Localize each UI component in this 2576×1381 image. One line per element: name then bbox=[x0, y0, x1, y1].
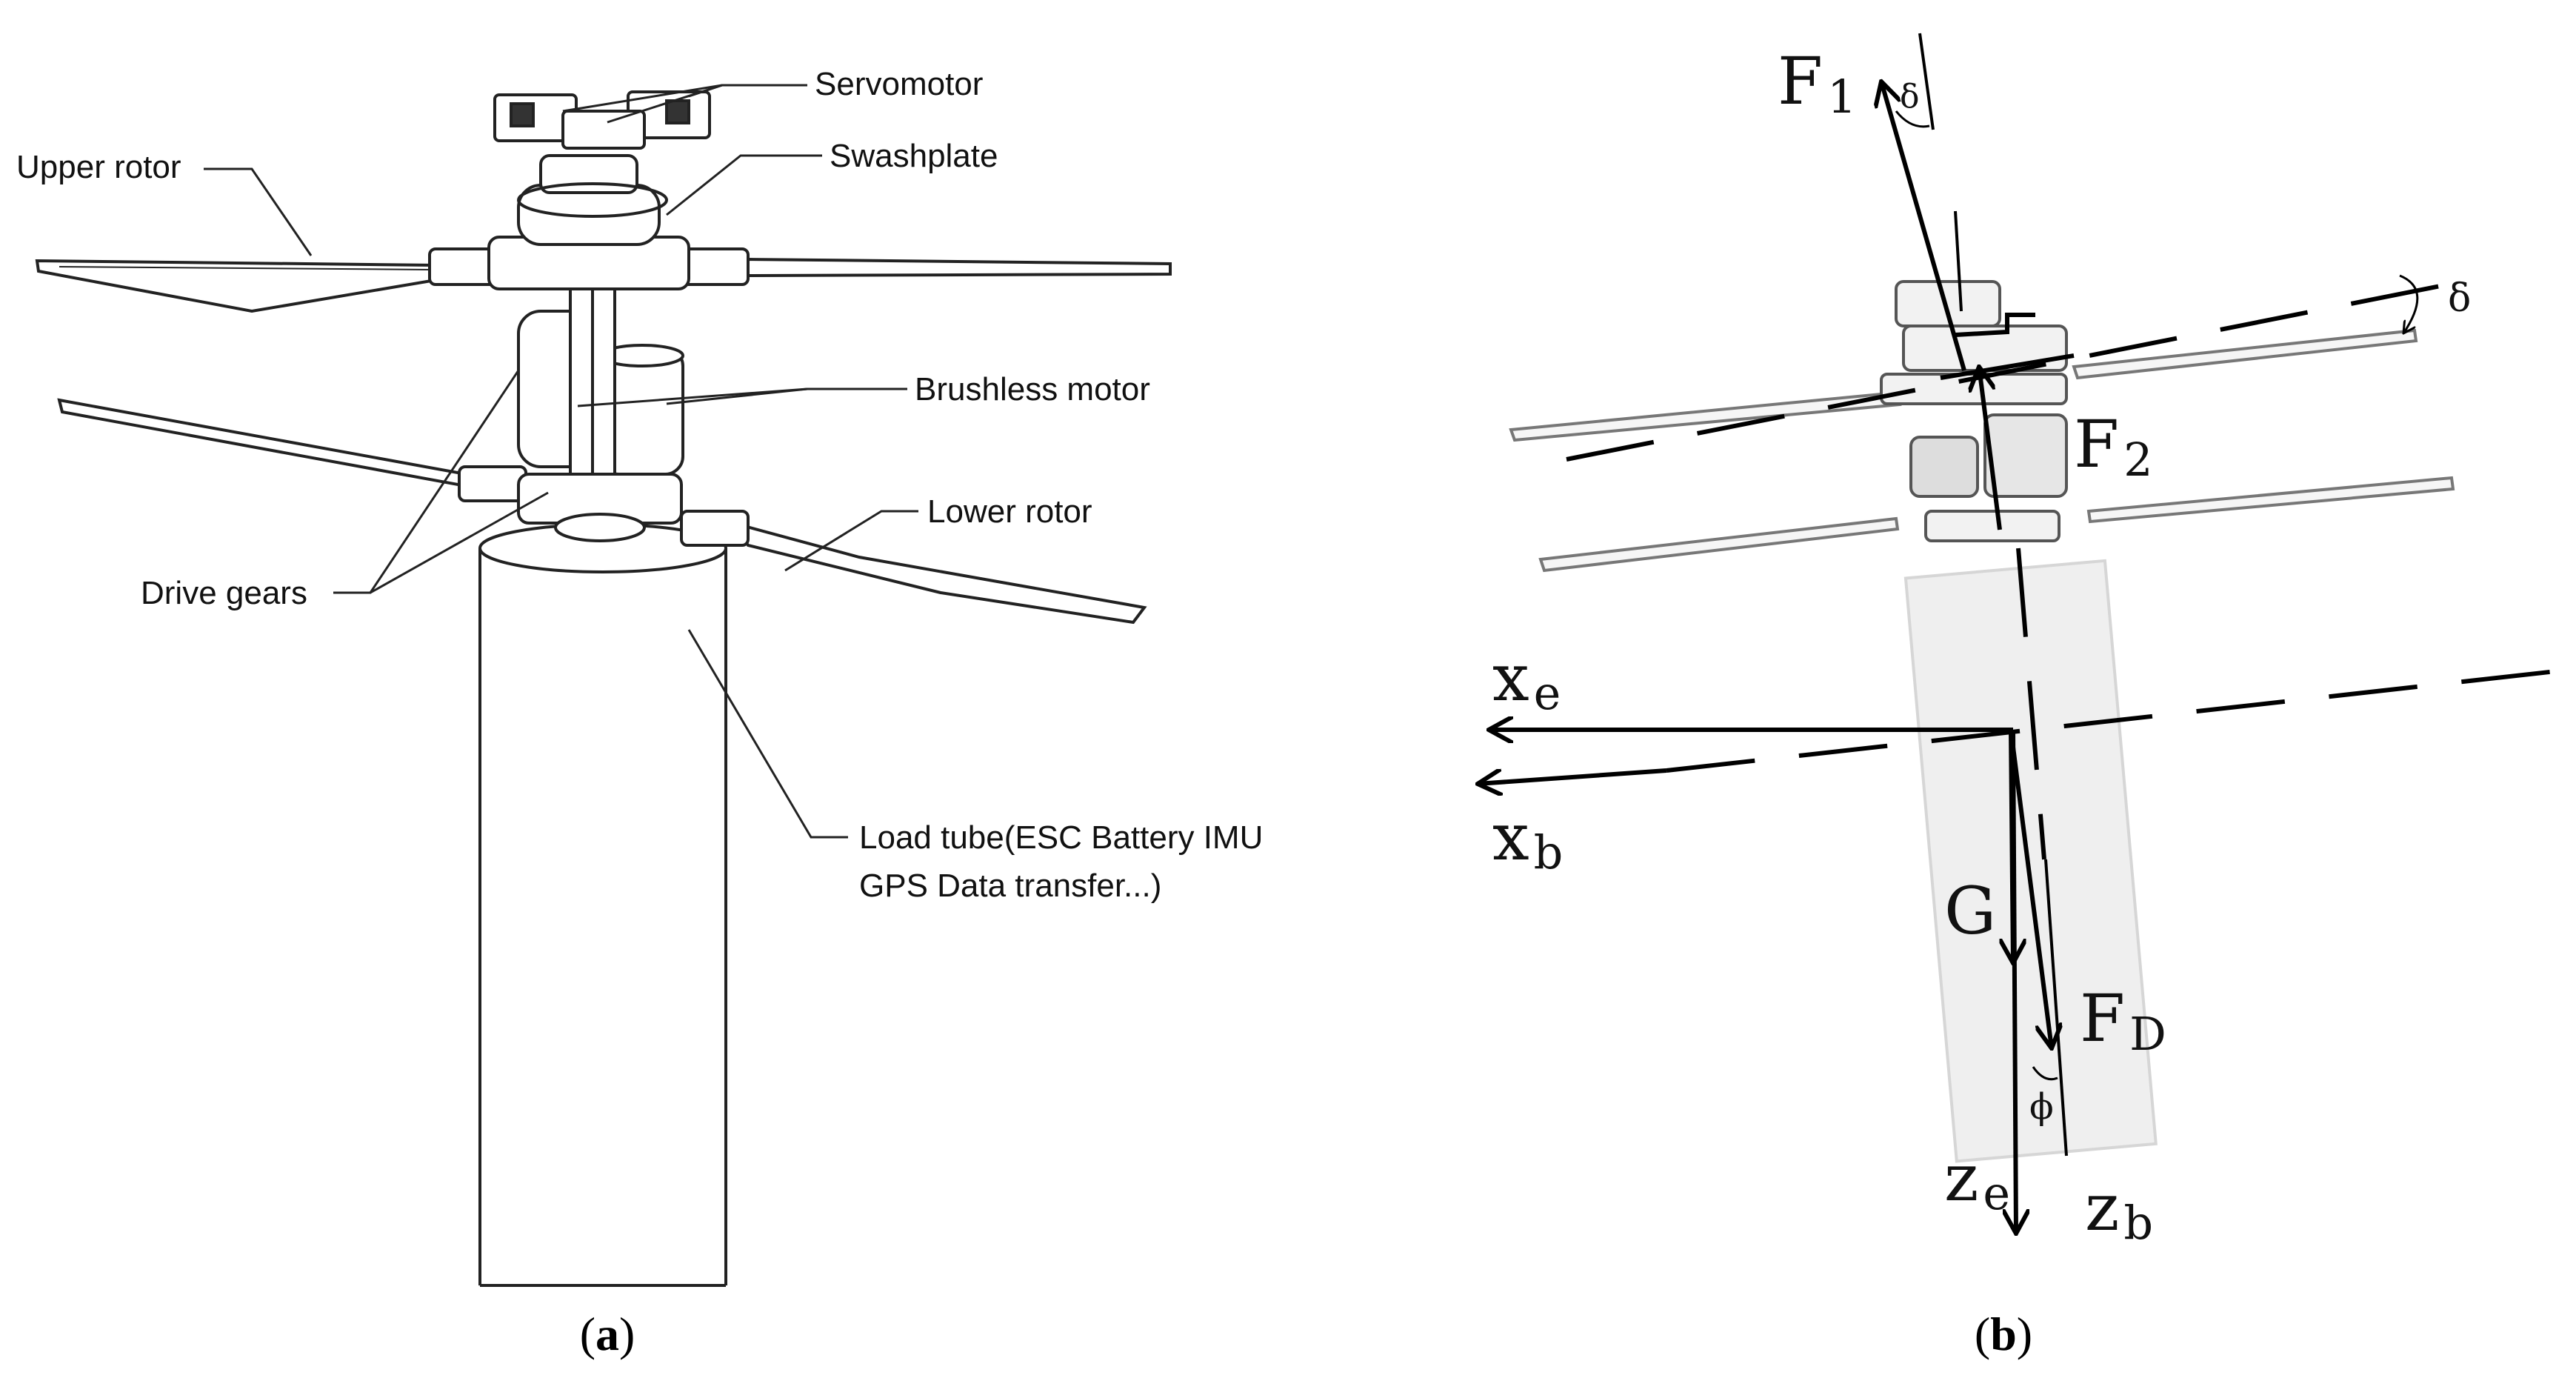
label-FD: FD bbox=[2080, 980, 2166, 1061]
label-zb: zb bbox=[2085, 1169, 2153, 1250]
FD-vector bbox=[2009, 729, 2052, 1048]
label-zb-main: z bbox=[2085, 1169, 2119, 1245]
upper-rotor bbox=[35, 257, 1172, 313]
rotor-hub bbox=[428, 154, 750, 290]
caption-a: (a) bbox=[580, 1308, 635, 1360]
caption-b-open: ( bbox=[1975, 1308, 1990, 1360]
label-upper-rotor: Upper rotor bbox=[16, 149, 181, 185]
upper-rotor-b bbox=[1509, 328, 2455, 573]
label-brushless-motor: Brushless motor bbox=[915, 371, 1150, 407]
label-xb: xb bbox=[1492, 799, 1563, 879]
delta-arc-right bbox=[2399, 274, 2419, 333]
phi-arc bbox=[2032, 1066, 2058, 1081]
label-delta-right: δ bbox=[2448, 276, 2471, 321]
label-drive-gears: Drive gears bbox=[141, 575, 307, 611]
label-phi: ϕ bbox=[2029, 1086, 2054, 1128]
load-tube bbox=[478, 523, 727, 1287]
label-xe-main: x bbox=[1492, 639, 1529, 716]
label-servomotor: Servomotor bbox=[815, 66, 983, 102]
caption-a-open: ( bbox=[580, 1308, 595, 1360]
label-F2: F2 bbox=[2074, 406, 2153, 487]
label-G: G bbox=[1944, 873, 1996, 949]
motor-assembly bbox=[517, 287, 684, 519]
label-load-tube-line1: Load tube(ESC Battery IMU bbox=[859, 819, 1263, 856]
lower-hub bbox=[458, 465, 750, 547]
label-xe-sub: e bbox=[1534, 666, 1561, 720]
F1-vector bbox=[1881, 81, 1966, 371]
label-F2-main: F bbox=[2074, 406, 2119, 482]
shaft-ref bbox=[1954, 210, 1963, 312]
label-F1: F1 bbox=[1778, 43, 1857, 124]
label-ze: ze bbox=[1944, 1139, 2010, 1220]
caption-b-close: ) bbox=[2017, 1308, 2032, 1360]
caption-b-letter: b bbox=[1990, 1308, 2017, 1360]
label-F2-sub: 2 bbox=[2123, 433, 2152, 487]
label-F1-main: F bbox=[1778, 43, 1823, 119]
dashed-lines bbox=[1566, 283, 2563, 860]
label-load-tube-line2: GPS Data transfer...) bbox=[859, 868, 1161, 904]
label-ze-main: z bbox=[1944, 1139, 1978, 1216]
label-xb-main: x bbox=[1492, 799, 1529, 875]
swashplate-bracket bbox=[1955, 313, 2035, 337]
ze-axis bbox=[2013, 729, 2016, 1234]
swashplate-plane bbox=[1940, 353, 2075, 380]
rotor-head-b bbox=[1880, 280, 2068, 542]
label-zb-sub: b bbox=[2123, 1196, 2153, 1250]
label-delta-top: δ bbox=[1900, 78, 1920, 116]
caption-a-close: ) bbox=[619, 1308, 635, 1360]
panel-b: F1 F2 FD G xe xb ze zb δ δ ϕ (b) bbox=[1478, 33, 2563, 1360]
zb-axis bbox=[2044, 859, 2068, 1157]
label-ze-sub: e bbox=[1983, 1166, 2010, 1220]
f1-ref-line bbox=[1918, 33, 1935, 130]
label-FD-sub: D bbox=[2129, 1007, 2166, 1061]
xb-axis bbox=[1478, 768, 1667, 784]
label-swashplate: Swashplate bbox=[830, 138, 998, 174]
label-lower-rotor: Lower rotor bbox=[927, 493, 1092, 530]
caption-b: (b) bbox=[1975, 1308, 2032, 1360]
leader-lines bbox=[204, 84, 918, 839]
label-xe: xe bbox=[1492, 639, 1561, 720]
label-F1-sub: 1 bbox=[1827, 70, 1856, 124]
delta-arc-top bbox=[1895, 110, 1930, 128]
label-xb-sub: b bbox=[1534, 825, 1564, 879]
caption-a-letter: a bbox=[595, 1308, 619, 1360]
body-tube bbox=[1903, 559, 2158, 1163]
panel-a: Servomotor Swashplate Upper rotor Brushl… bbox=[16, 66, 1263, 1360]
servomotors bbox=[493, 90, 711, 150]
F2-vector bbox=[1979, 367, 2002, 530]
label-FD-main: F bbox=[2080, 980, 2125, 1056]
